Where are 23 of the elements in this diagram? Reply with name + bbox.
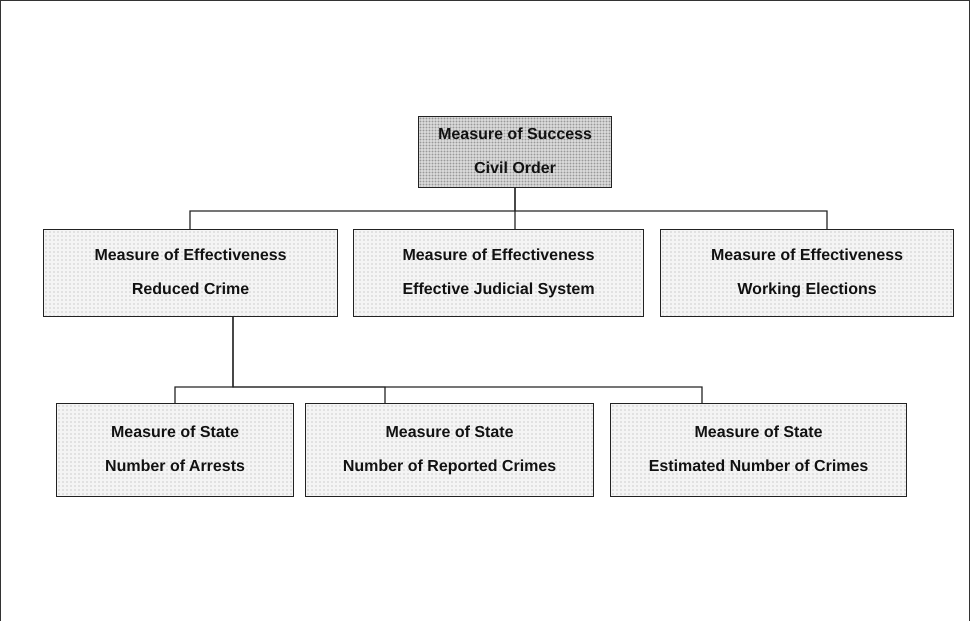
measure-box	[43, 229, 338, 317]
box-text: Measure of Success	[438, 126, 592, 144]
box-text: Measure of State	[110, 424, 240, 442]
measure-box	[418, 116, 612, 188]
box-text: Measure of Effectiveness	[402, 247, 595, 265]
box-text: Measure of State	[694, 424, 823, 442]
measure-box	[610, 403, 907, 497]
box-text: Measure of Effectiveness	[710, 247, 904, 265]
connector-line	[514, 188, 828, 229]
connector-line	[232, 317, 703, 403]
box-text: Reduced Crime	[132, 281, 250, 299]
box-text: Number of Reported Crimes	[342, 458, 556, 476]
measure-box	[353, 229, 644, 317]
box-text: Effective Judicial System	[402, 281, 595, 299]
measure-box	[305, 403, 594, 497]
measure-box	[660, 229, 954, 317]
measure-box	[56, 403, 294, 497]
box-text: Measure of Effectiveness	[94, 247, 287, 265]
box-text: Working Elections	[737, 281, 877, 299]
box-text: Measure of State	[385, 424, 514, 442]
box-text: Estimated Number of Crimes	[648, 458, 868, 476]
box-text: Number of Arrests	[105, 458, 245, 476]
box-text: Civil Order	[474, 160, 556, 178]
